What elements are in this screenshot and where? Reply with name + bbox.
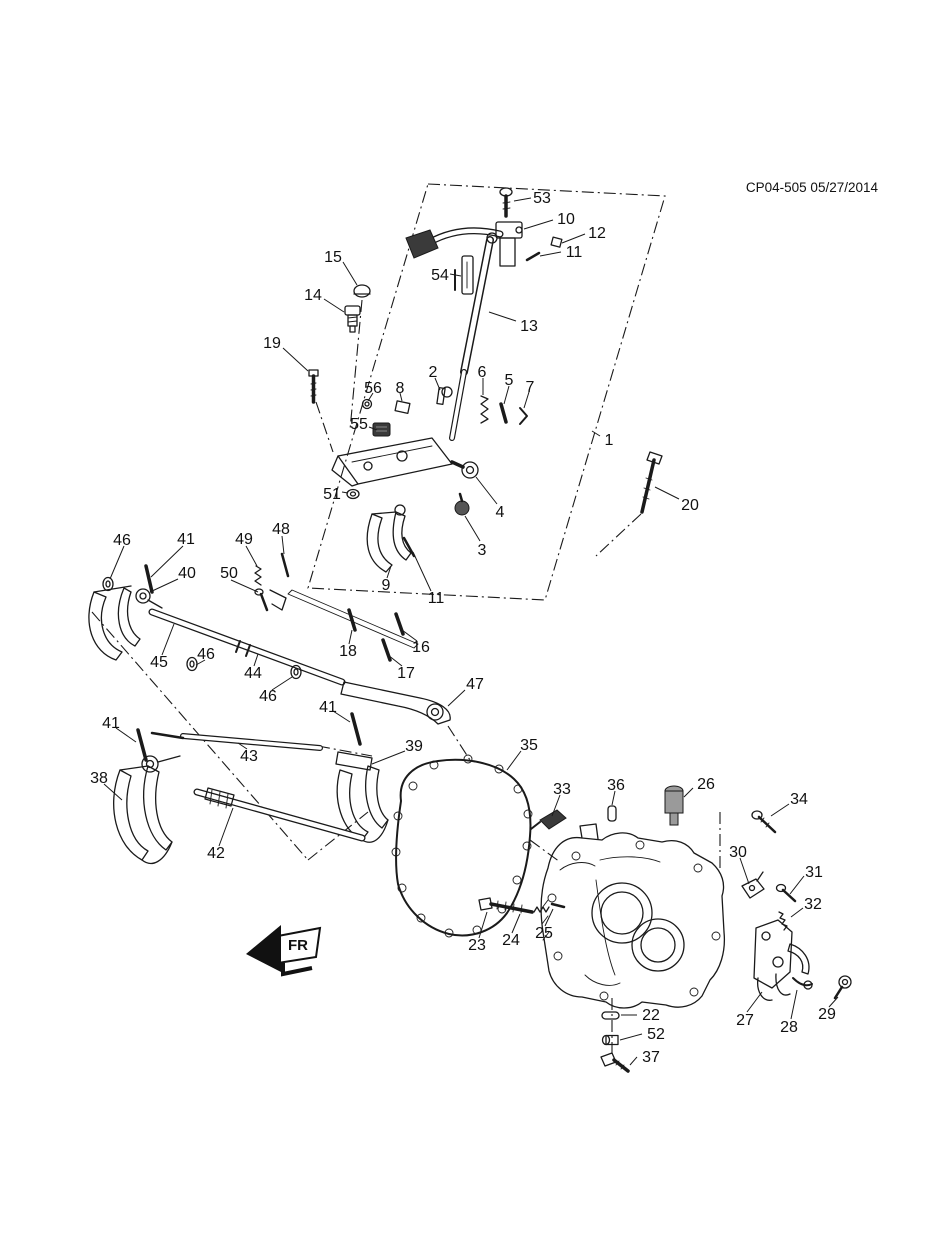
callout-20: 20 [681, 497, 699, 514]
callout-13: 13 [520, 318, 538, 335]
case-top-parts [530, 785, 777, 834]
callout-40: 40 [178, 565, 196, 582]
callout-48: 48 [272, 521, 290, 538]
callout-3: 3 [478, 542, 487, 559]
callout-5: 5 [505, 372, 514, 389]
callout-17: 17 [397, 665, 415, 682]
shift-lever-group [344, 187, 563, 441]
callout-41: 41 [319, 699, 337, 716]
callout-8: 8 [396, 380, 405, 397]
callout-16: 16 [412, 639, 430, 656]
callout-35: 35 [520, 737, 538, 754]
callout-2: 2 [429, 364, 438, 381]
callout-14: 14 [304, 287, 322, 304]
leader-lines [103, 197, 839, 1066]
callout-24: 24 [502, 932, 520, 949]
callout-9: 9 [382, 577, 391, 594]
bottom-plug-group [600, 1011, 630, 1073]
callout-26: 26 [697, 776, 715, 793]
callout-56: 56 [364, 380, 382, 397]
callout-55: 55 [350, 416, 368, 433]
callout-7: 7 [526, 379, 535, 396]
callout-11: 11 [428, 590, 445, 607]
callout-29: 29 [818, 1006, 836, 1023]
callout-46: 46 [197, 646, 215, 663]
bolt-20 [640, 451, 663, 514]
callout-38: 38 [90, 770, 108, 787]
callout-37: 37 [642, 1049, 660, 1066]
callout-51: 51 [323, 486, 341, 503]
document-ref-code: CP04-505 05/27/2014 [746, 180, 879, 195]
callout-1: 1 [605, 432, 614, 449]
bolt-19 [308, 369, 319, 404]
callout-27: 27 [736, 1012, 754, 1029]
callout-25: 25 [535, 925, 553, 942]
callout-18: 18 [339, 643, 357, 660]
callout-52: 52 [647, 1026, 665, 1043]
callout-49: 49 [235, 531, 253, 548]
callout-41: 41 [102, 715, 120, 732]
case-bolt-group [478, 897, 566, 914]
callout-36: 36 [607, 777, 625, 794]
callout-53: 53 [533, 190, 551, 207]
callout-32: 32 [804, 896, 822, 913]
callout-54: 54 [431, 267, 449, 284]
callout-50: 50 [220, 565, 238, 582]
callout-47: 47 [466, 676, 484, 693]
callout-22: 22 [642, 1007, 660, 1024]
callout-12: 12 [588, 225, 606, 242]
transmission-case [540, 823, 726, 1009]
callout-34: 34 [790, 791, 808, 808]
right-lever-group [741, 871, 852, 1001]
callout-4: 4 [496, 504, 505, 521]
fr-label: FR [288, 937, 308, 954]
callout-45: 45 [150, 654, 168, 671]
callout-46: 46 [113, 532, 131, 549]
callout-41: 41 [177, 531, 195, 548]
callout-15: 15 [324, 249, 342, 266]
gasket [391, 754, 533, 938]
callout-6: 6 [478, 364, 487, 381]
callout-11: 11 [566, 244, 583, 261]
callout-39: 39 [405, 738, 423, 755]
fr-direction-arrow: FR [246, 925, 322, 977]
callout-28: 28 [780, 1019, 798, 1036]
callout-19: 19 [263, 335, 281, 352]
callout-43: 43 [240, 748, 258, 765]
callout-31: 31 [805, 864, 823, 881]
detent-bracket-group [287, 386, 528, 662]
callout-10: 10 [557, 211, 575, 228]
callout-23: 23 [468, 937, 486, 954]
callout-33: 33 [553, 781, 571, 798]
shift-fork-rail-group [88, 552, 451, 865]
callout-46: 46 [259, 688, 277, 705]
callout-44: 44 [244, 665, 262, 682]
callout-42: 42 [207, 845, 225, 862]
callout-30: 30 [729, 844, 747, 861]
